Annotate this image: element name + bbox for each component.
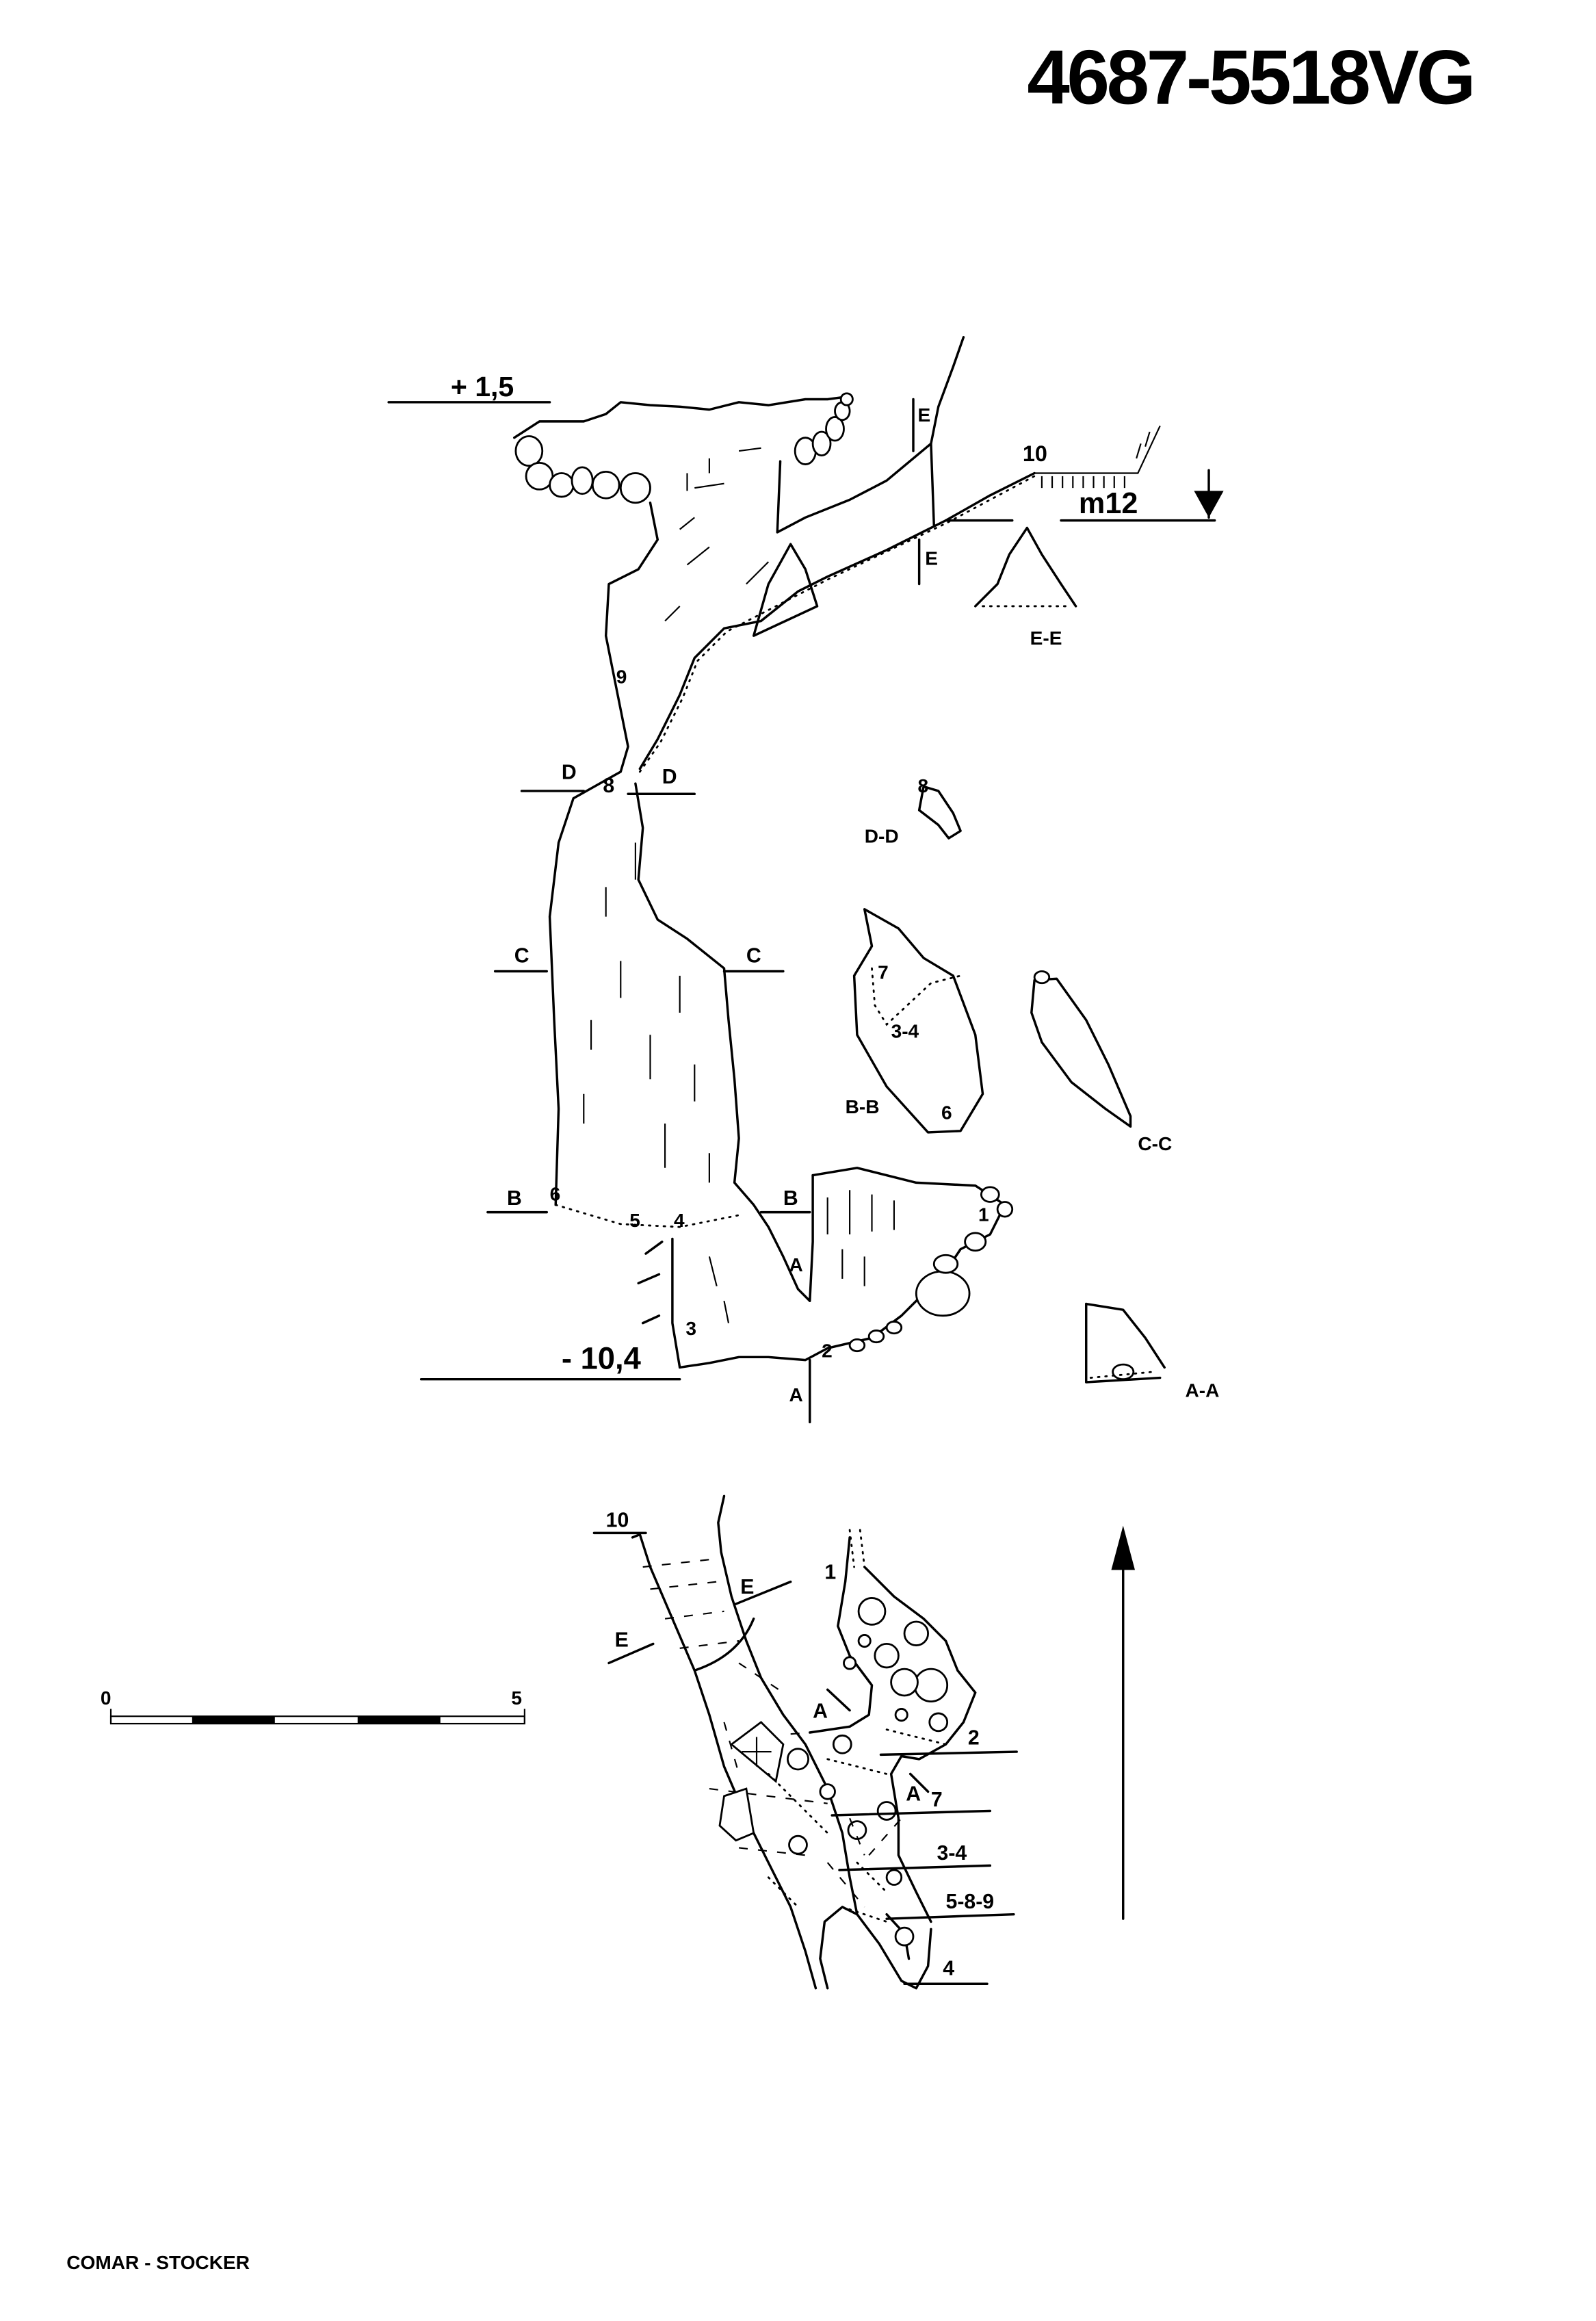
section-e-e: E-E <box>973 526 1077 649</box>
cave-wall-left <box>513 395 851 1206</box>
survey-label: 7 <box>878 961 889 983</box>
survey-label: 0 <box>101 1687 112 1709</box>
survey-label: 5 <box>511 1687 522 1709</box>
plan-boulders <box>718 1597 949 1947</box>
section-c-c: C-C <box>1030 970 1172 1154</box>
survey-label: 8 <box>603 775 614 797</box>
survey-label: A-A <box>1185 1380 1219 1401</box>
rock-blade <box>752 543 819 637</box>
scale-bar: 0 5 <box>101 1687 525 1725</box>
survey-label: 4 <box>674 1210 685 1231</box>
hatched-ledge <box>1034 425 1161 474</box>
survey-label: E <box>917 404 930 426</box>
survey-label: 10 <box>606 1509 629 1532</box>
survey-label: B <box>507 1187 522 1210</box>
survey-label: 7 <box>931 1789 943 1811</box>
survey-label: 3 <box>685 1318 696 1339</box>
survey-label: C-C <box>1138 1133 1172 1154</box>
survey-label: 4 <box>943 1957 954 1980</box>
survey-label: B <box>783 1187 798 1210</box>
north-arrow-icon <box>1111 1525 1136 1920</box>
water-level-label: m12 <box>1079 487 1138 520</box>
survey-label: D <box>662 766 677 788</box>
pebbles-lower <box>848 1186 1014 1353</box>
elevation-top: + 1,5 <box>451 371 514 402</box>
survey-title: 4687-5518VG <box>1027 34 1473 120</box>
survey-label: E <box>740 1576 754 1598</box>
survey-label: 1 <box>824 1561 836 1583</box>
survey-label: E-E <box>1030 627 1062 649</box>
survey-label: E <box>925 547 938 569</box>
survey-label: D-D <box>865 826 899 847</box>
pebbles-top <box>514 392 854 504</box>
survey-label: A <box>906 1782 921 1805</box>
down-arrow-icon <box>1194 469 1224 519</box>
survey-label: C <box>746 945 761 968</box>
section-b-b: 7 3-4 B-B 6 <box>846 908 984 1134</box>
survey-label: 9 <box>616 666 627 687</box>
survey-label: 2 <box>968 1726 980 1749</box>
author-credit: COMAR - STOCKER <box>66 2252 250 2273</box>
section-d-d: 8 D-D <box>865 775 962 847</box>
survey-label: A <box>789 1254 803 1275</box>
survey-label: 5 <box>629 1210 640 1231</box>
survey-label: B-B <box>846 1096 880 1117</box>
survey-label: 8 <box>917 775 928 796</box>
elevation-bottom: - 10,4 <box>562 1341 641 1376</box>
survey-label: A <box>789 1384 803 1405</box>
survey-label: C <box>514 945 529 968</box>
survey-label: 3-4 <box>891 1021 919 1042</box>
station-10: 10 <box>1023 441 1047 466</box>
section-a-a: A-A <box>1085 1302 1219 1401</box>
plan-view: 10 E E 1 A 2 A <box>592 1494 1018 1990</box>
survey-label: D <box>562 762 577 784</box>
profile-view: + 1,5 10 m12 E E <box>387 336 1224 1424</box>
survey-label: 3-4 <box>937 1842 967 1865</box>
survey-label: A <box>813 1700 828 1722</box>
survey-label: E <box>615 1629 629 1652</box>
survey-label: 5-8-9 <box>946 1891 995 1913</box>
survey-label: 2 <box>822 1340 833 1361</box>
survey-label: 1 <box>978 1204 989 1226</box>
survey-label: 6 <box>550 1183 561 1204</box>
survey-label: 6 <box>941 1102 952 1124</box>
